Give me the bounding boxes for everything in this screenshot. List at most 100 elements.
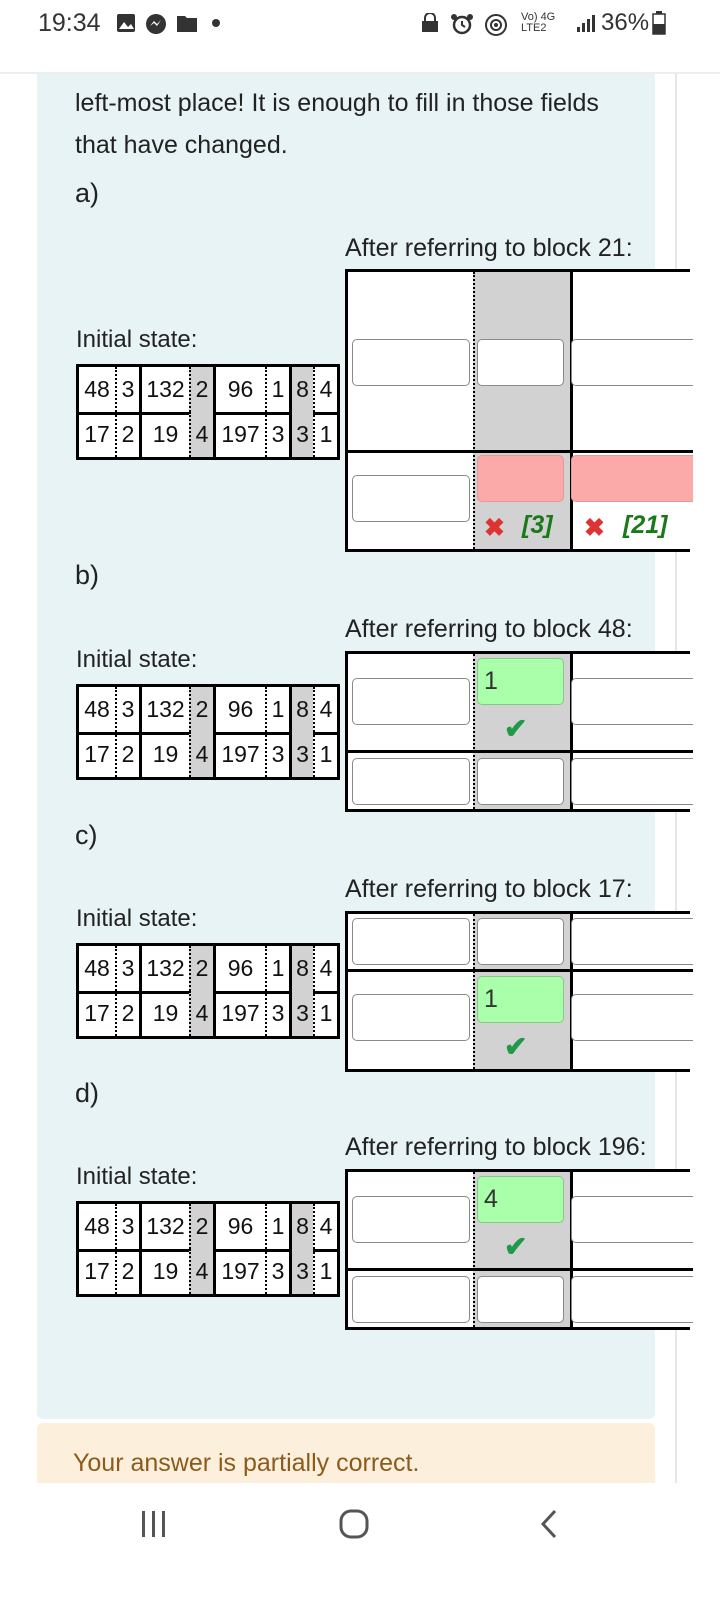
row2-block-input[interactable]: [352, 758, 470, 805]
initial-row-2: 17 2 19 4 197 3 3 1: [79, 1249, 337, 1294]
after-referring-b: After referring to block 48:: [345, 615, 633, 643]
row1-counter-input[interactable]: [477, 918, 564, 965]
cell-block: 48: [84, 1213, 110, 1239]
row1-next-input[interactable]: [571, 918, 693, 965]
initial-state-table-a: 48 3 132 2 96 1 8 4 17 2 19 4 197 3 3 1: [76, 364, 340, 460]
recent-apps-icon[interactable]: [140, 1509, 168, 1539]
initial-state-table-d: 48 3 132 2 96 1 8 4 17 2 19 4 197 3 3 1: [76, 1201, 340, 1297]
check-icon: ✔: [504, 713, 528, 744]
cell-block: 96: [213, 687, 265, 732]
alarm-icon: [451, 14, 473, 35]
cell-counter: 2: [189, 1204, 213, 1249]
answer-row-2: ✖ [3] ✖ [21]: [348, 453, 693, 549]
cell-block: 132: [139, 946, 189, 991]
cell-counter: 2: [189, 946, 213, 991]
row1-block-input[interactable]: [352, 339, 470, 386]
row1-next-input[interactable]: [571, 1196, 693, 1243]
hotspot-icon: [485, 14, 507, 36]
answer-grid-a: ✖ [3] ✖ [21]: [345, 269, 693, 552]
answer-row-1: [348, 272, 693, 453]
question-label-c: c): [75, 820, 98, 850]
cell-block: 197: [213, 1249, 265, 1294]
messenger-icon: [146, 14, 166, 34]
after-referring-d: After referring to block 196:: [345, 1133, 647, 1161]
cell-block: 8: [289, 367, 313, 412]
row2-block-input[interactable]: [352, 994, 470, 1041]
initial-state-label-c: Initial state:: [76, 905, 198, 932]
check-icon: ✔: [504, 1031, 528, 1062]
answer-row-1: [348, 914, 693, 972]
cell-counter: 3: [265, 991, 289, 1036]
cell-block: 96: [213, 1204, 265, 1249]
cell-counter: 4: [313, 687, 337, 732]
cell-block: 132: [139, 1204, 189, 1249]
home-icon[interactable]: [338, 1508, 370, 1540]
cell-counter: 3: [115, 687, 139, 732]
row1-counter-input-correct[interactable]: 4: [477, 1176, 564, 1223]
cell-counter: 4: [313, 367, 337, 412]
battery-percent: 36%: [601, 9, 650, 36]
row1-next-input[interactable]: [571, 678, 693, 725]
row1-next-input[interactable]: [571, 339, 693, 386]
cell-counter: 2: [189, 687, 213, 732]
cell-counter: 2: [189, 367, 213, 412]
row1-block-input[interactable]: [352, 1196, 470, 1243]
status-time: 19:34: [38, 9, 101, 37]
row2-next-input[interactable]: [571, 758, 693, 805]
initial-state-label-d: Initial state:: [76, 1163, 198, 1190]
row1-block-input[interactable]: [352, 678, 470, 725]
row2-counter-input[interactable]: [477, 758, 564, 805]
cell-block: 17: [84, 421, 110, 447]
row1-counter-input-correct[interactable]: 1: [477, 658, 564, 705]
row2-next-input-incorrect[interactable]: [571, 455, 693, 502]
initial-row-2: 17 2 19 4 197 3 3 1: [79, 991, 337, 1036]
cell-counter: 3: [265, 732, 289, 777]
cell-block: 132: [139, 367, 189, 412]
cell-block: 3: [289, 1249, 313, 1294]
cell-block: 48: [84, 696, 110, 722]
cell-block: 3: [289, 412, 313, 457]
cell-counter: 2: [115, 1249, 139, 1294]
row2-next-input[interactable]: [571, 994, 693, 1041]
check-icon: ✔: [504, 1231, 528, 1262]
row2-counter-input-incorrect[interactable]: [477, 455, 564, 502]
cell-counter: 4: [189, 1249, 213, 1294]
cell-counter: 4: [313, 1204, 337, 1249]
cell-block: 48: [84, 376, 110, 402]
feedback-message: Your answer is partially correct.: [73, 1449, 420, 1477]
initial-row-2: 17 2 19 4 197 3 3 1: [79, 412, 337, 457]
cell-block: 8: [289, 687, 313, 732]
cell-block: 19: [139, 991, 189, 1036]
back-icon[interactable]: [538, 1508, 560, 1540]
cell-block: 17: [84, 741, 110, 767]
cell-block: 3: [289, 991, 313, 1036]
cell-counter: 4: [189, 732, 213, 777]
cell-counter: 1: [313, 412, 337, 457]
cell-counter: 1: [313, 1249, 337, 1294]
cell-counter: 3: [115, 946, 139, 991]
initial-row-1: 48 3 132 2 96 1 8 4: [79, 367, 337, 415]
row1-counter-input[interactable]: [477, 339, 564, 386]
after-referring-c: After referring to block 17:: [345, 875, 633, 903]
cell-block: 17: [84, 1258, 110, 1284]
signal-icon: [577, 15, 595, 32]
notification-dot-icon: [212, 19, 220, 27]
cell-counter: 3: [115, 1204, 139, 1249]
cell-counter: 3: [265, 412, 289, 457]
row2-counter-input-correct[interactable]: 1: [477, 976, 564, 1023]
navigation-bar: [0, 1483, 720, 1600]
initial-state-table-c: 48 3 132 2 96 1 8 4 17 2 19 4 197 3 3 1: [76, 943, 340, 1039]
row2-block-input[interactable]: [352, 1276, 470, 1323]
cell-block: 19: [139, 412, 189, 457]
answer-grid-d: 4 ✔: [345, 1169, 693, 1330]
initial-row-1: 48 3 132 2 96 1 8 4: [79, 1204, 337, 1252]
cell-block: 96: [213, 367, 265, 412]
row2-next-input[interactable]: [571, 1276, 693, 1323]
x-mark-icon: ✖: [584, 514, 605, 542]
cell-counter: 1: [313, 991, 337, 1036]
initial-state-label-a: Initial state:: [76, 326, 198, 353]
cell-block: 48: [84, 955, 110, 981]
row2-counter-input[interactable]: [477, 1276, 564, 1323]
row2-block-input[interactable]: [352, 475, 470, 522]
row1-block-input[interactable]: [352, 918, 470, 965]
